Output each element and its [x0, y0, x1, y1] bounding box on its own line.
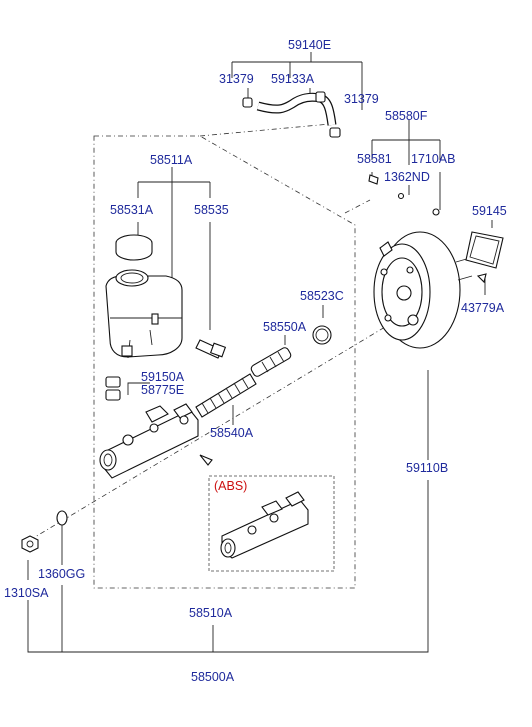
piston-spring-set [195, 325, 332, 418]
part-labels: 59140E 31379 59133A 31379 58580F 58581 1… [4, 38, 507, 684]
label-1710AB: 1710AB [411, 152, 455, 166]
label-43779A: 43779A [461, 301, 505, 315]
brake-booster [368, 174, 473, 349]
label-58580F: 58580F [385, 109, 428, 123]
label-1310SA: 1310SA [4, 586, 49, 600]
reservoir-cap [115, 234, 153, 261]
label-59133A: 59133A [271, 72, 315, 86]
label-abs: (ABS) [214, 479, 247, 493]
label-59140E: 59140E [288, 38, 331, 52]
label-58581: 58581 [357, 152, 392, 166]
assembly-outline [29, 123, 431, 589]
vacuum-hose [242, 91, 341, 138]
label-58531A: 58531A [110, 203, 154, 217]
reservoir [105, 269, 183, 359]
label-59150A: 59150A [141, 370, 185, 384]
label-58540A: 58540A [210, 426, 254, 440]
master-cylinder [99, 403, 213, 479]
label-1362ND: 1362ND [384, 170, 430, 184]
label-58775E: 58775E [141, 383, 184, 397]
abs-master-cylinder [220, 491, 309, 559]
label-58523C: 58523C [300, 289, 344, 303]
label-59110B: 59110B [406, 461, 448, 475]
nut-and-washer [21, 510, 68, 553]
level-sensor [195, 339, 227, 359]
label-58511A: 58511A [150, 153, 193, 167]
grommets [105, 376, 121, 401]
label-1360GG: 1360GG [38, 567, 85, 581]
label-58535: 58535 [194, 203, 229, 217]
booster-gasket [465, 231, 504, 284]
label-59145: 59145 [472, 204, 507, 218]
label-58510A: 58510A [189, 606, 233, 620]
label-58550A: 58550A [263, 320, 307, 334]
label-58500A: 58500A [191, 670, 235, 684]
label-31379-left: 31379 [219, 72, 254, 86]
callout-lines [27, 52, 493, 653]
label-31379-right: 31379 [344, 92, 379, 106]
